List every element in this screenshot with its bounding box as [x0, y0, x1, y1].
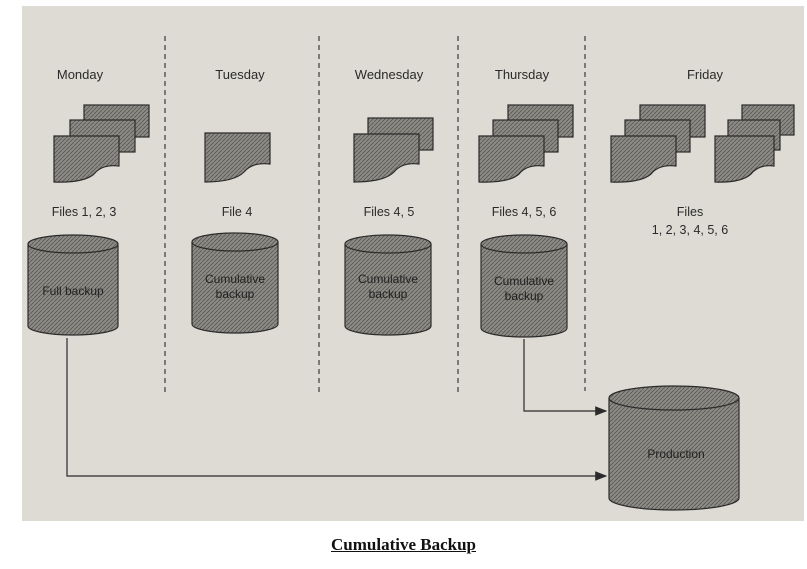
cumulative-backup-label-thursday: Cumulative backup	[481, 274, 567, 304]
cumulative-label-line1: Cumulative	[493, 274, 555, 288]
document-icon	[53, 135, 120, 183]
monday-full-backup-cylinder	[27, 234, 119, 336]
connector-thursday-to-production	[523, 339, 608, 416]
day-label-thursday: Thursday	[494, 67, 550, 82]
wednesday-cumulative-backup-cylinder	[344, 234, 432, 336]
friday-documents-right	[714, 104, 795, 183]
tuesday-documents	[204, 132, 271, 183]
day-label-friday: Friday	[686, 67, 724, 82]
cumulative-backup-label-wednesday: Cumulative backup	[345, 272, 431, 302]
thursday-documents	[478, 104, 574, 183]
thursday-cumulative-backup-cylinder	[480, 234, 568, 338]
cumulative-label-line1: Cumulative	[357, 272, 419, 286]
cumulative-backup-label-tuesday: Cumulative backup	[192, 272, 278, 302]
wednesday-documents	[353, 117, 434, 183]
full-backup-label: Full backup	[42, 284, 104, 298]
files-label-friday: Files 1, 2, 3, 4, 5, 6	[620, 203, 760, 239]
figure-caption: Cumulative Backup	[331, 535, 476, 554]
document-icon	[353, 133, 420, 183]
document-icon	[610, 135, 677, 183]
diagram-photo	[22, 6, 804, 521]
files-label-tuesday: File 4	[221, 205, 253, 219]
document-icon	[714, 135, 775, 183]
friday-documents-left	[610, 104, 706, 183]
production-label: Production	[647, 447, 705, 461]
tuesday-cumulative-backup-cylinder	[191, 232, 279, 334]
connector-monday-to-production	[66, 338, 608, 481]
cumulative-label-line2: backup	[368, 287, 408, 301]
files-label-wednesday: Files 4, 5	[363, 205, 415, 219]
production-cylinder	[608, 385, 740, 511]
files-label-friday-line2: 1, 2, 3, 4, 5, 6	[651, 223, 729, 237]
cumulative-label-line2: backup	[504, 289, 544, 303]
cumulative-label-line1: Cumulative	[204, 272, 266, 286]
day-label-tuesday: Tuesday	[215, 67, 265, 82]
day-label-monday: Monday	[56, 67, 104, 82]
diagram-canvas	[27, 36, 795, 511]
files-label-friday-line1: Files	[676, 205, 704, 219]
files-label-thursday: Files 4, 5, 6	[491, 205, 557, 219]
document-icon	[478, 135, 545, 183]
day-label-wednesday: Wednesday	[354, 67, 424, 82]
document-icon	[204, 132, 271, 183]
cumulative-label-line2: backup	[215, 287, 255, 301]
files-label-monday: Files 1, 2, 3	[51, 205, 117, 219]
monday-documents	[53, 104, 150, 183]
